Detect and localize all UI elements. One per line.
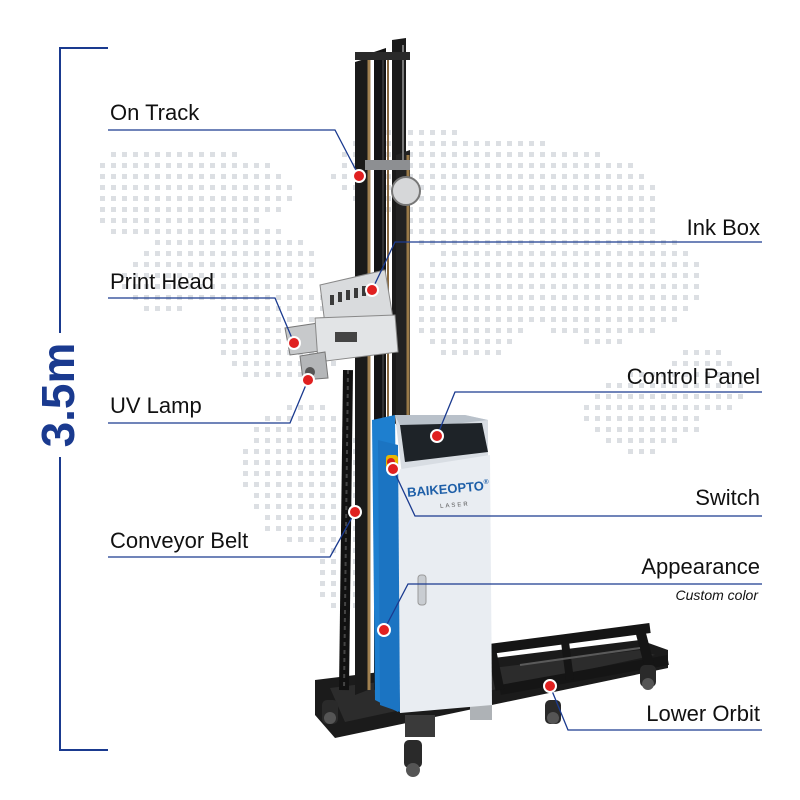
marker-on-track — [352, 169, 366, 183]
height-dimension: 3.5m — [32, 342, 84, 448]
label-uv-lamp: UV Lamp — [110, 393, 202, 418]
label-control-panel: Control Panel — [626, 364, 760, 389]
marker-print-head — [287, 336, 301, 350]
brand-sub: LASER — [440, 501, 470, 510]
label-print-head: Print Head — [110, 269, 214, 294]
callout-markers — [287, 169, 557, 693]
caster-wheels — [322, 665, 656, 777]
marker-uv-lamp — [301, 373, 315, 387]
label-on-track: On Track — [110, 100, 200, 125]
marker-switch — [386, 462, 400, 476]
control-cabinet — [372, 415, 492, 713]
brand-logo: BAIKEOPTO® — [406, 478, 490, 500]
label-appearance: Appearance — [641, 554, 760, 579]
marker-lower-orbit — [543, 679, 557, 693]
label-appearance-note: Custom color — [675, 587, 758, 603]
callout-lines — [108, 129, 762, 731]
label-switch: Switch — [695, 485, 760, 510]
marker-appearance — [377, 623, 391, 637]
label-ink-box: Ink Box — [686, 215, 760, 240]
marker-ink-box — [365, 283, 379, 297]
height-bracket — [59, 47, 108, 751]
world-map-background — [100, 130, 743, 608]
label-lower-orbit: Lower Orbit — [646, 701, 760, 726]
label-conveyor-belt: Conveyor Belt — [110, 528, 249, 553]
marker-control-panel — [430, 429, 444, 443]
marker-conveyor-belt — [348, 505, 362, 519]
